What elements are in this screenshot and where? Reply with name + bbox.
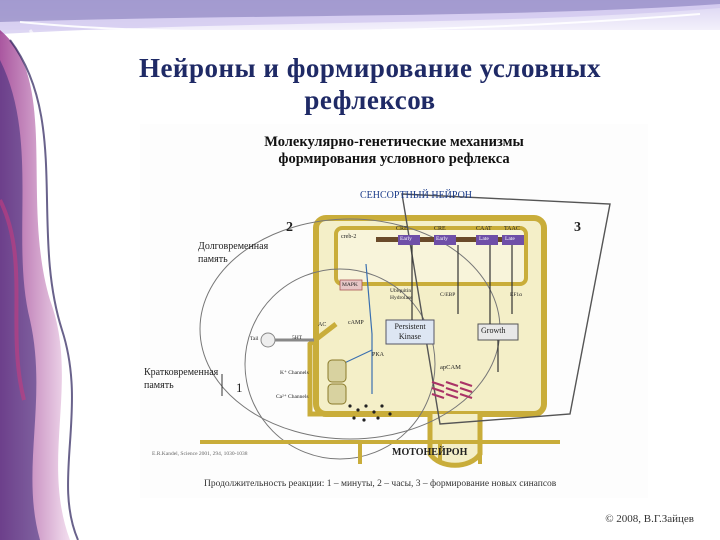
label-ubiquitin: Ubiquitin Hydrolase [390, 288, 413, 301]
label-creb: creb-2 [341, 234, 357, 240]
slide-title: Нейроны и формирование условных рефлексо… [138, 53, 602, 115]
label-apcam: apCAM [440, 364, 461, 371]
label-cre-2: CRE [434, 226, 446, 232]
label-early-2: Early [436, 236, 448, 242]
label-k-channels: K⁺ Channels [280, 370, 309, 376]
long-term-memory-label: Долговременная память [198, 241, 269, 265]
label-cebp: C/EBP [440, 292, 456, 298]
label-cre-1: CRE [396, 226, 408, 232]
source-citation: E.R.Kandel, Science 2001, 294, 1030-1038 [152, 451, 248, 457]
short-term-memory-label: Кратковременная память [144, 367, 219, 391]
vesicle-dots [348, 404, 392, 422]
label-pka: PKA [372, 352, 385, 358]
copyright: © 2008, В.Г.Зайцев [605, 513, 694, 525]
synapse-stripes [431, 380, 473, 400]
label-ef1a: EF1α [510, 292, 523, 298]
figure-caption: Продолжительность реакции: 1 – минуты, 2… [204, 479, 557, 489]
label-growth: Growth [481, 326, 506, 335]
label-5ht: 5HT [292, 335, 303, 341]
label-late-1: Late [479, 236, 489, 242]
label-persistent-kinase: Persistent Kinase [394, 322, 426, 341]
tail-neuron [260, 332, 276, 348]
figure-panel: Молекулярно-генетические механизмы форми… [140, 124, 648, 498]
label-early-1: Early [400, 236, 412, 242]
label-ca-channels: Ca²⁺ Channels [276, 394, 309, 400]
label-mapk: MAPK [342, 282, 358, 288]
motor-neuron-label: МОТОНЕЙРОН [392, 447, 468, 458]
label-camp: cAMP [348, 320, 364, 326]
region-1-number: 1 [236, 380, 243, 395]
label-ac: AC [318, 322, 327, 328]
label-taac: TAAC [504, 226, 520, 232]
region-3-outline [401, 193, 611, 425]
label-caat: CAAT [476, 226, 492, 232]
neuron-diagram [199, 193, 611, 468]
label-late-2: Late [505, 236, 515, 242]
region-1-outline [244, 268, 436, 460]
figure-heading: Молекулярно-генетические механизмы форми… [264, 134, 524, 167]
sensory-neuron-label: СЕНСОРТНЫЙ НЕЙРОН [360, 190, 473, 201]
region-3-number: 3 [574, 220, 581, 235]
region-2-number: 2 [286, 220, 293, 235]
label-tail: Tail [250, 336, 259, 342]
